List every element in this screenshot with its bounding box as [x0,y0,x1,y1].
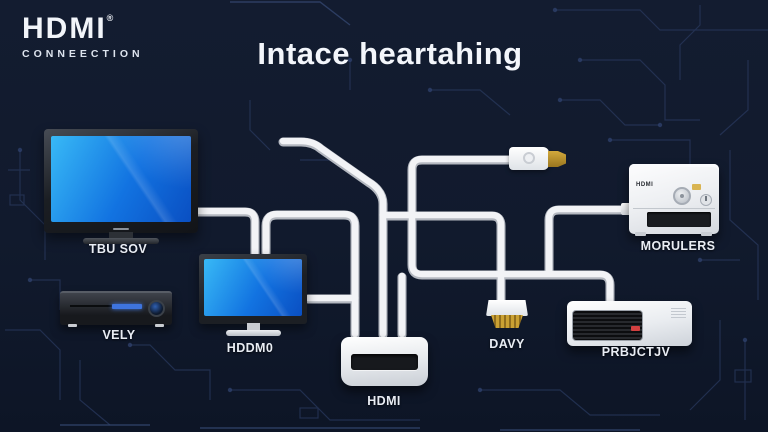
cable-curved-to-switch [279,137,387,338]
hdmi-switch-slot [351,354,418,370]
dvd-display [112,304,142,309]
hdmi-connector-gold-pins [491,315,523,328]
tv-label: TBU SOV [88,242,148,256]
connector-label: DAVY [489,337,525,351]
receiver-front-text: HDMI [636,182,654,188]
receiver-foot [635,232,646,236]
dvd-foot [68,324,77,327]
monitor-stand-neck [247,323,260,331]
hdmi-switch-device [341,337,428,386]
cable-tv-to-monitor [193,207,259,257]
cable-hdmi-plug-to-projector [408,155,614,307]
registered-mark: ® [106,13,116,23]
tv-stand-neck [109,232,133,239]
tv-screen [51,136,191,222]
hdmi-plug-ring-detail [523,152,535,164]
receiver-badge [692,184,701,190]
tv-device [44,129,198,233]
dvd-label: VELY [102,328,136,342]
projector-grill [572,310,643,341]
page-title: Intace heartahing [257,36,523,71]
receiver-foot [701,232,712,236]
projector-logo-chip [631,326,640,331]
cable-to-davy-connector [379,211,505,307]
hdmi-logo: HDMI® CONNEECTION [22,12,144,61]
cable-receiver-branch [545,205,635,276]
monitor-screen [204,259,302,316]
hdmi-plug-body [509,147,549,170]
switch-label: HDMI [367,394,401,408]
tv-bezel-logo [113,228,129,230]
tv-stand-base [83,238,159,244]
dvd-foot [155,324,164,327]
projector-label: PRBJCTJV [601,345,671,359]
dvd-knob [148,300,165,317]
dvd-player-device [60,291,172,327]
receiver-panel-divider [633,208,715,209]
projector-vent [671,308,686,319]
hdmi-connector-body [486,300,528,316]
receiver-label: MORULERS [640,239,716,253]
receiver-device: HDMI [629,164,719,236]
monitor-label: HDDM0 [226,341,274,355]
hdmi-plug-gold-tip [548,151,566,167]
hdmi-logo-text: HDMI® [22,12,116,45]
hdmi-logo-subtitle: CONNEECTION [22,48,144,60]
receiver-volume-knob [673,187,691,205]
receiver-selector-knob [700,194,712,206]
cable-monitor-to-switch [262,210,359,338]
projector-device [567,301,692,346]
receiver-front-slot [647,212,711,227]
dvd-tray-slot [70,305,118,307]
monitor-stand-base [226,330,281,336]
monitor-device [199,254,307,324]
